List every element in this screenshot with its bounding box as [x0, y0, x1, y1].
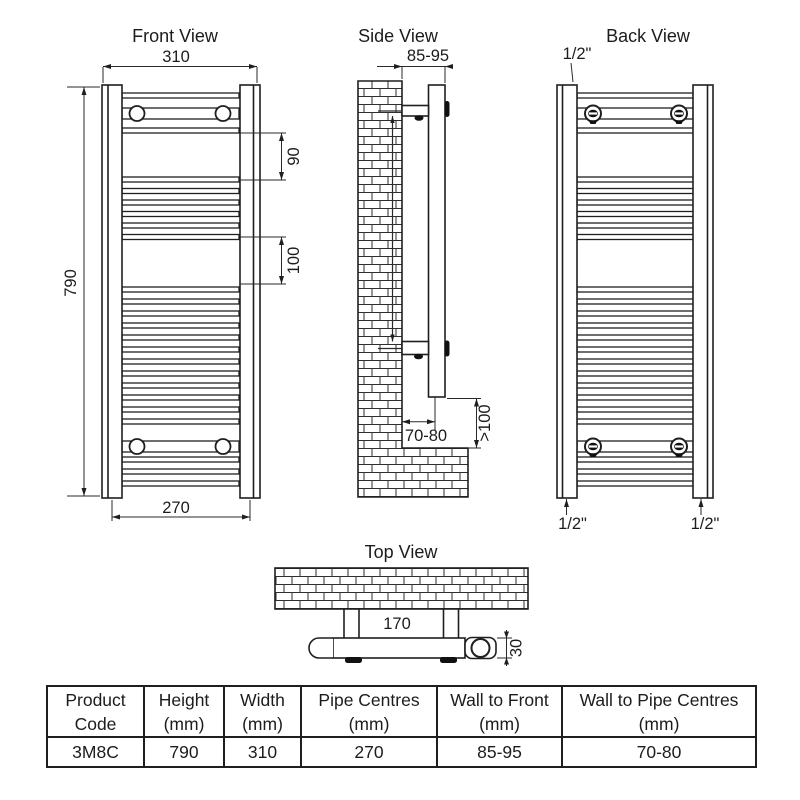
dim-wall-to-front-label: 85-95 [407, 47, 449, 65]
bracket-arms [401, 104, 430, 356]
header-line: Pipe Centres [318, 689, 420, 710]
header-line: (mm) [479, 713, 520, 734]
header-line: (mm) [638, 713, 680, 734]
header-line: (mm) [242, 713, 283, 734]
dim-wall-to-pipe [402, 397, 436, 430]
dim-pipe-centres-label: 270 [162, 499, 190, 517]
ladder-rungs [121, 92, 240, 487]
bracket-screw-fixings [584, 104, 688, 457]
valve-port [470, 638, 491, 658]
value-width: 310 [223, 736, 302, 768]
dim-pipe-centres-270 [111, 500, 251, 521]
front-view-drawing: Front View 310 790 [62, 26, 303, 521]
header-line: Width [240, 689, 285, 710]
col-header-product-code: Product Code [46, 685, 145, 738]
side-view-title: Side View [358, 26, 439, 46]
dim-gap-upper-label: 90 [285, 147, 303, 165]
header-line: Code [74, 713, 117, 734]
dim-width-label: 310 [162, 48, 190, 66]
bracket-clips [414, 101, 450, 360]
dim-gap-lower-label: 100 [285, 247, 303, 275]
dim-width-310 [102, 66, 258, 83]
col-header-height: Height (mm) [143, 685, 225, 738]
bracket-stems [343, 608, 460, 640]
value-height: 790 [143, 736, 225, 768]
dim-height-790 [67, 86, 100, 497]
rail-tube [332, 637, 466, 659]
dim-depth-label: 30 [508, 639, 526, 657]
wall-bracket-circles [128, 105, 232, 455]
header-line: Height [158, 689, 210, 710]
top-view-drawing: Top View 170 30 [274, 542, 529, 666]
spec-table-header-row: Product Code Height (mm) Width (mm) Pipe… [46, 685, 757, 738]
header-line: Wall to Pipe Centres [579, 689, 739, 710]
dim-floor-clearance [447, 398, 481, 449]
rail-end-cap [308, 637, 333, 659]
ladder-rungs [576, 92, 695, 487]
col-header-wall-to-front: Wall to Front (mm) [436, 685, 563, 738]
back-view-title: Back View [606, 26, 691, 46]
value-product-code: 3M8C [46, 736, 145, 768]
col-header-width: Width (mm) [223, 685, 302, 738]
value-pipe-centres: 270 [300, 736, 438, 768]
dim-height-label: 790 [62, 269, 80, 297]
header-line: Product [65, 689, 126, 710]
leader-lines-bottom [566, 499, 702, 515]
side-rails [556, 84, 714, 499]
side-view-drawing: Side View [357, 26, 494, 498]
header-line: (mm) [348, 713, 390, 734]
col-header-pipe-centres: Pipe Centres (mm) [300, 685, 438, 738]
spec-table-value-row: 3M8C 790 310 270 85-95 70-80 [46, 736, 757, 768]
wall-top-section [274, 567, 529, 610]
value-wall-to-front: 85-95 [436, 736, 563, 768]
dim-floor-clearance-label: >100 [476, 404, 494, 441]
col-header-wall-to-pipe-centres: Wall to Pipe Centres (mm) [561, 685, 757, 738]
dim-bracket-centres-label: 170 [383, 615, 411, 633]
back-view-drawing: Back View [556, 26, 720, 533]
leader-line [570, 62, 574, 83]
dim-wall-to-pipe-label: 70-80 [405, 427, 447, 445]
value-wall-to-pipe-centres: 70-80 [561, 736, 757, 768]
dim-wall-to-front [377, 66, 452, 83]
connection-top-label: 1/2" [563, 45, 592, 63]
side-rails [101, 84, 261, 499]
header-line: (mm) [163, 713, 205, 734]
top-view-title: Top View [365, 542, 439, 562]
wall-fixing-screws [378, 110, 402, 350]
spec-table: Product Code Height (mm) Width (mm) Pipe… [46, 685, 757, 768]
header-line: Wall to Front [450, 689, 549, 710]
bracket-feet [345, 657, 457, 663]
connection-bottom-right-label: 1/2" [691, 515, 720, 533]
radiator-side-profile [427, 84, 446, 398]
front-view-title: Front View [132, 26, 219, 46]
connection-bottom-left-label: 1/2" [558, 515, 587, 533]
